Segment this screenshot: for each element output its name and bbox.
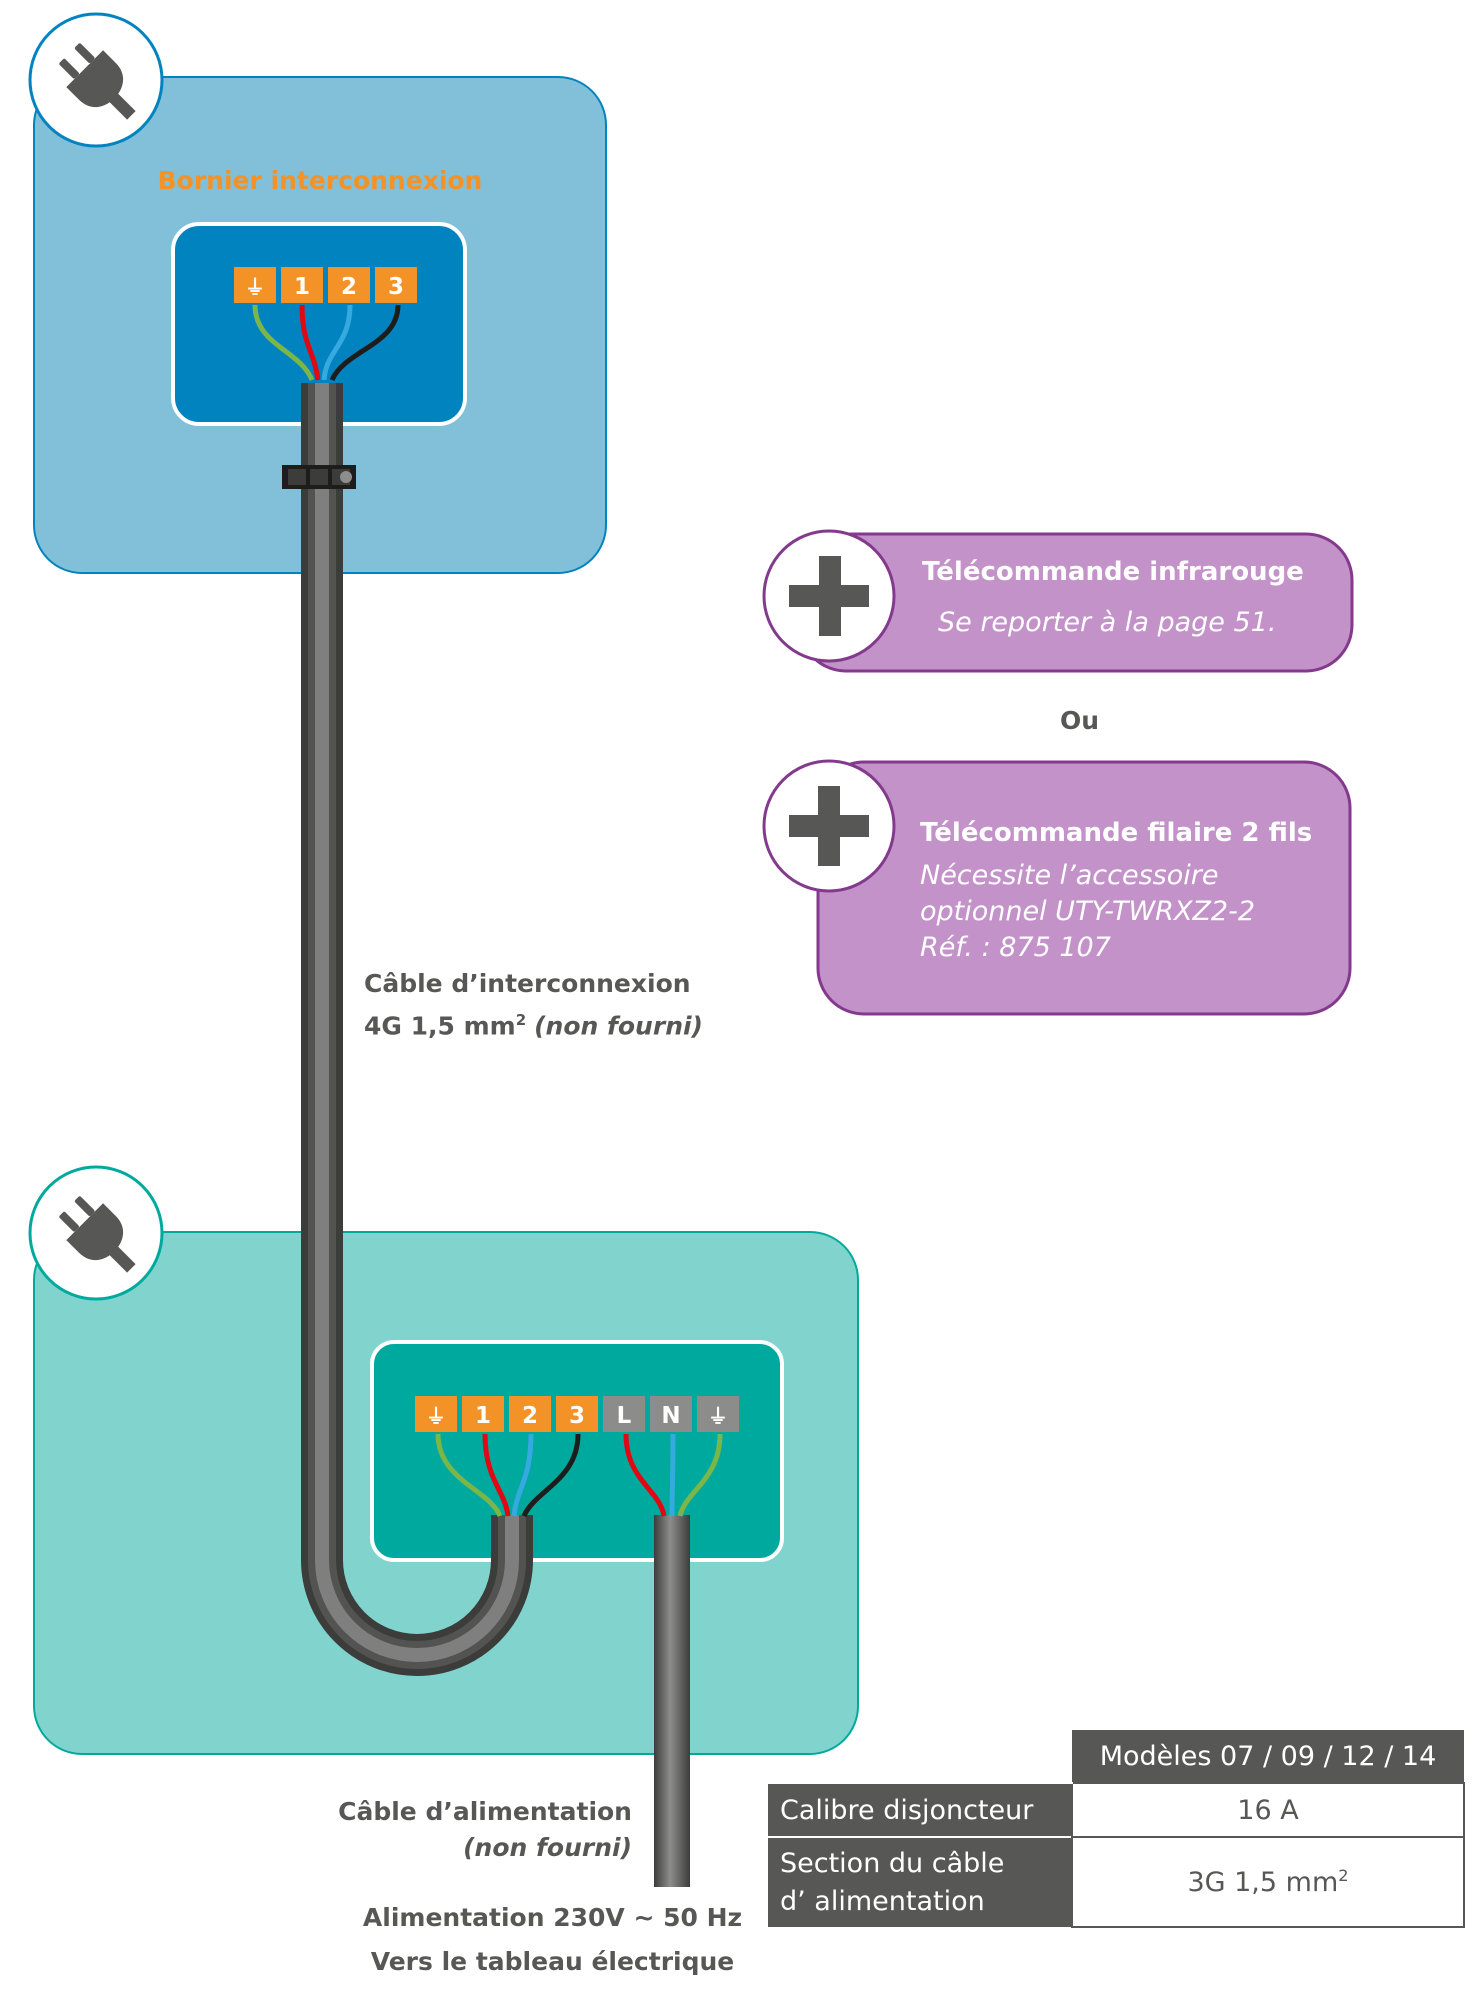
terminal-L [603, 1396, 645, 1432]
plug-icon [28, 1165, 164, 1301]
terminal-label: 1 [475, 1403, 491, 1429]
power-cable-label: Câble d’alimentation [338, 1797, 632, 1826]
indoor-terminal-strip: ⏚ 1 2 3 [234, 267, 417, 303]
accessory-wired-note-3: Réf. : 875 107 [920, 932, 1111, 963]
power-supply-label: Alimentation 230V ~ 50 Hz [362, 1903, 743, 1932]
plug-icon [28, 12, 164, 148]
plus-icon [762, 759, 896, 893]
terminal-3 [556, 1396, 598, 1432]
outdoor-interconnection-wires [435, 1433, 581, 1518]
spec-row-value: 3G 1,5 mm2 [1071, 1836, 1465, 1928]
ground-icon: ⏚ [708, 1404, 728, 1428]
ground-terminal [697, 1396, 739, 1432]
indoor-wires [252, 304, 401, 382]
terminal-label: 2 [341, 274, 357, 300]
accessory-wired-note-1: Nécessite l’accessoire [920, 860, 1219, 891]
terminal-block-title: Bornier interconnexion [157, 166, 483, 195]
terminal-label: N [661, 1403, 680, 1429]
terminal-3 [375, 267, 417, 303]
accessory-wired-title: Télécommande filaire 2 fils [920, 818, 1313, 848]
outdoor-terminal-strip: ⏚ 1 2 3 L N ⏚ [415, 1396, 739, 1432]
spec-table: Modèles 07 / 09 / 12 / 14 Calibre disjon… [768, 1730, 1465, 1928]
terminal-1 [462, 1396, 504, 1432]
accessory-wired-note-2: optionnel UTY-TWRXZ2-2 [920, 896, 1256, 927]
terminal-2 [328, 267, 370, 303]
terminal-label: 1 [294, 274, 310, 300]
plus-icon [762, 529, 896, 663]
ground-icon: ⏚ [426, 1404, 446, 1428]
terminal-label: 3 [569, 1403, 585, 1429]
power-cable-note: (non fourni) [463, 1833, 632, 1862]
interconnection-cable-spec: 4G 1,5 mm2 (non fourni) [364, 1011, 703, 1041]
terminal-1 [281, 267, 323, 303]
terminal-label: L [617, 1403, 632, 1429]
cable-clamp [282, 465, 356, 489]
spec-row-label: Calibre disjoncteur [768, 1782, 1072, 1837]
terminal-label: 3 [388, 274, 404, 300]
outdoor-power-wires [623, 1433, 723, 1517]
terminal-N [650, 1396, 692, 1432]
ground-icon: ⏚ [245, 275, 265, 299]
ground-terminal [415, 1396, 457, 1432]
terminal-2 [509, 1396, 551, 1432]
power-destination-label: Vers le tableau électrique [370, 1947, 735, 1976]
accessory-infrared-note: Se reporter à la page 51. [938, 607, 1277, 638]
accessory-infrared-title: Télécommande infrarouge [922, 557, 1304, 587]
ground-terminal [234, 267, 276, 303]
spec-row-label: Section du câble d’ alimentation [768, 1836, 1072, 1927]
power-cable [654, 1515, 690, 1887]
terminal-label: 2 [522, 1403, 538, 1429]
accessory-separator: Ou [1060, 706, 1100, 735]
interconnection-cable-label: Câble d’interconnexion [364, 969, 691, 998]
spec-row-value: 16 A [1071, 1782, 1465, 1838]
spec-table-header: Modèles 07 / 09 / 12 / 14 [1072, 1730, 1464, 1783]
